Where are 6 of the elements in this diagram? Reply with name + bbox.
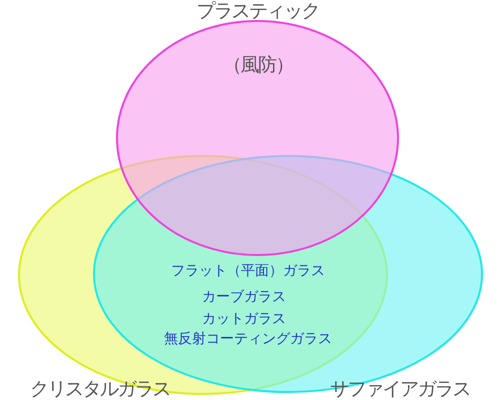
intersection-text: カットガラス <box>202 311 286 328</box>
intersection-text: 無反射コーティングガラス <box>164 331 332 348</box>
set-label: （風防） <box>223 54 293 76</box>
set-label: プラスティック <box>196 0 319 22</box>
intersection-text: フラット（平面）ガラス <box>171 263 325 280</box>
intersection-text: カーブガラス <box>202 289 286 306</box>
